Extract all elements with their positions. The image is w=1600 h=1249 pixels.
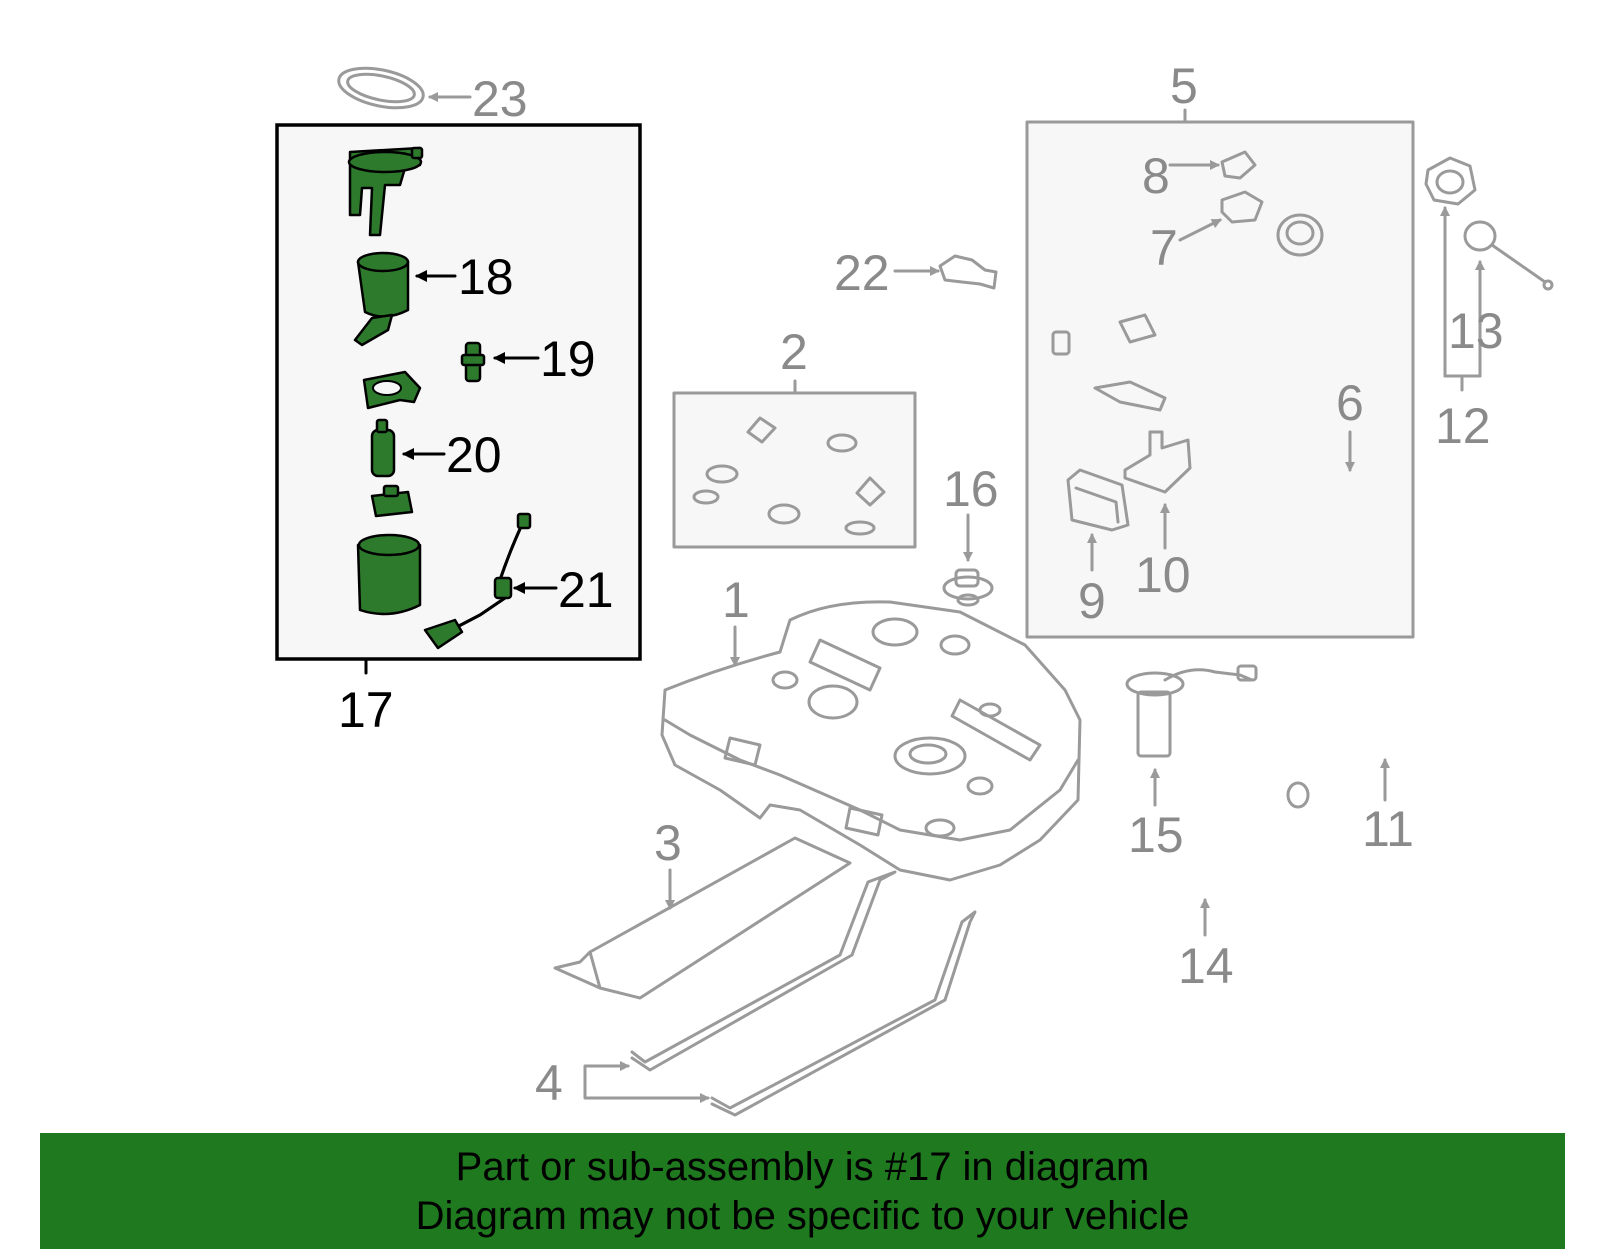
- fuel-tank-part[interactable]: [660, 600, 1082, 882]
- callout-7: 7: [1150, 220, 1178, 276]
- hose-11-part[interactable]: [1286, 733, 1432, 809]
- callout-20: 20: [446, 427, 502, 483]
- fuel-pump-assembly-group[interactable]: 18 19 20 21 17: [275, 123, 642, 738]
- callout-23: 23: [472, 71, 528, 127]
- tank-straps-part[interactable]: [630, 870, 977, 1117]
- fuel-cap-part[interactable]: [1424, 156, 1477, 206]
- callout-9: 9: [1078, 573, 1106, 629]
- banner-line-2: Diagram may not be specific to your vehi…: [415, 1194, 1190, 1238]
- callout-11: 11: [1362, 801, 1414, 857]
- callout-19: 19: [540, 331, 596, 387]
- fuel-reservoir-part[interactable]: [356, 533, 422, 616]
- callout-17: 17: [338, 682, 394, 738]
- callout-14: 14: [1178, 938, 1234, 994]
- fuel-filter-part[interactable]: [353, 251, 410, 347]
- heat-shield-part[interactable]: [553, 836, 852, 1000]
- callout-18: 18: [458, 249, 514, 305]
- callout-3: 3: [654, 815, 682, 871]
- bracket-7-part[interactable]: [1220, 190, 1264, 224]
- pipe-14-part[interactable]: [1201, 834, 1269, 892]
- assembly-17-box: [275, 123, 642, 661]
- callout-22: 22: [834, 245, 890, 301]
- cap-tether-part[interactable]: [1463, 220, 1554, 291]
- callout-15: 15: [1128, 807, 1184, 863]
- fuel-level-sensor-part[interactable]: [423, 512, 532, 650]
- sender-15-part[interactable]: [1125, 664, 1258, 758]
- filler-neck-part[interactable]: [1051, 213, 1324, 412]
- callout-13: 13: [1448, 303, 1504, 359]
- bracket-8-part[interactable]: [1220, 150, 1257, 180]
- fuel-pump-part[interactable]: [370, 418, 396, 478]
- callout-10: 10: [1135, 547, 1191, 603]
- pump-holder-part[interactable]: [370, 484, 414, 518]
- clip-part[interactable]: [938, 254, 998, 290]
- callout-1: 1: [722, 572, 750, 628]
- callout-6: 6: [1336, 375, 1364, 431]
- grommet-part[interactable]: [942, 568, 994, 607]
- callout-21: 21: [558, 562, 614, 618]
- pump-bracket-part[interactable]: [362, 370, 422, 410]
- pump-flange-part[interactable]: [347, 146, 424, 237]
- banner-line-1: Part or sub-assembly is #17 in diagram: [455, 1145, 1150, 1189]
- hose-6-part[interactable]: [1279, 465, 1388, 613]
- info-banner: Part or sub-assembly is #17 in diagram D…: [40, 1133, 1565, 1249]
- gasket-pieces[interactable]: [692, 416, 886, 536]
- callout-5: 5: [1170, 58, 1198, 114]
- gasket-ring-part[interactable]: [335, 61, 427, 114]
- bracket-10-part[interactable]: [1123, 430, 1192, 494]
- canister-9-part[interactable]: [1066, 468, 1130, 532]
- callout-4: 4: [535, 1055, 563, 1111]
- callout-8: 8: [1142, 148, 1170, 204]
- callout-2: 2: [780, 324, 808, 380]
- callout-12: 12: [1435, 398, 1491, 454]
- check-valve-part[interactable]: [460, 341, 486, 383]
- callout-16: 16: [943, 461, 999, 517]
